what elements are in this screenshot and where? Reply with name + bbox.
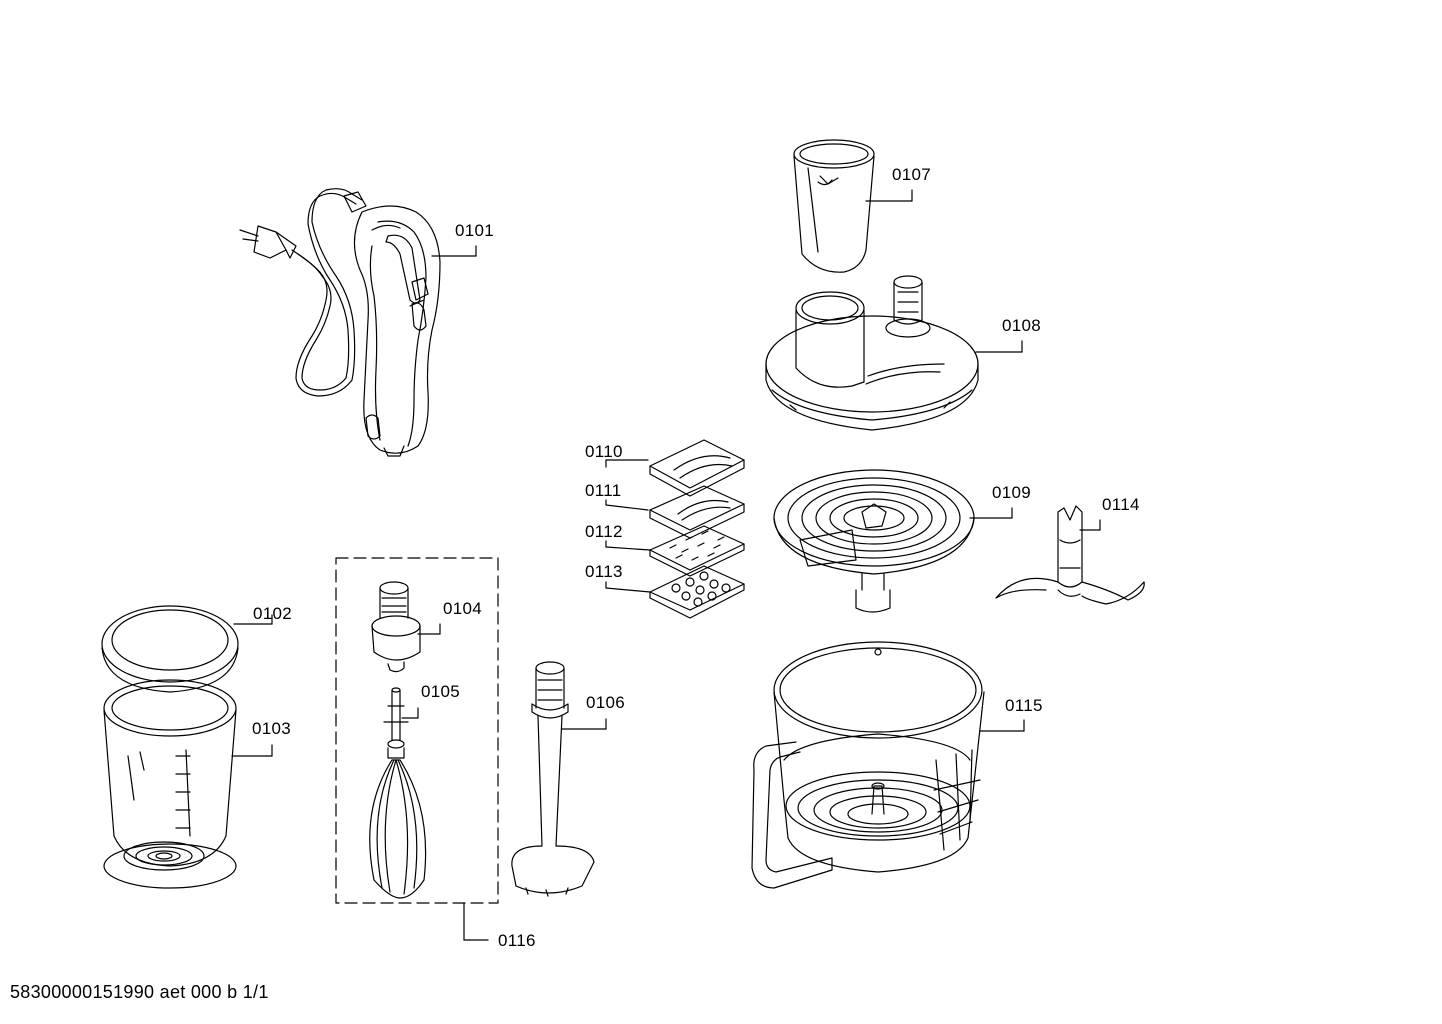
part-label-0111: 0111 — [585, 481, 622, 500]
part-label-0103: 0103 — [252, 719, 292, 738]
leader-line-0113 — [606, 588, 650, 592]
part-label-0114: 0114 — [1102, 495, 1140, 514]
part-label-0109: 0109 — [992, 483, 1032, 502]
leader-line-0111 — [606, 505, 648, 510]
drawing-reference-footer: 58300000151990 aet 000 b 1/1 — [10, 982, 269, 1002]
part-label-0104: 0104 — [443, 599, 483, 618]
insert-0112-drawing — [650, 526, 744, 576]
whisk-drawing — [370, 688, 426, 898]
whisk-gear-drawing — [372, 582, 420, 672]
part-label-0102: 0102 — [253, 604, 293, 623]
beaker-lid-drawing — [102, 606, 238, 692]
insert-0110-drawing — [650, 440, 744, 496]
part-label-0113: 0113 — [585, 562, 623, 581]
part-label-0107: 0107 — [892, 165, 932, 184]
measuring-beaker-drawing — [104, 680, 236, 888]
chopping-blade-drawing — [996, 506, 1144, 604]
insert-0113-drawing — [650, 566, 744, 618]
processor-bowl-drawing — [752, 642, 984, 888]
processor-lid-drawing — [766, 276, 978, 430]
insert-0111-drawing — [650, 486, 744, 538]
part-label-0108: 0108 — [1002, 316, 1042, 335]
blender-shaft-drawing — [512, 662, 594, 896]
part-label-0116: 0116 — [498, 931, 536, 950]
part-label-0105: 0105 — [421, 682, 461, 701]
part-label-0110: 0110 — [585, 442, 623, 461]
part-label-0106: 0106 — [586, 693, 626, 712]
part-label-0101: 0101 — [455, 221, 495, 240]
part-label-0115: 0115 — [1005, 696, 1043, 715]
food-pusher-drawing — [794, 140, 874, 272]
disc-carrier-drawing — [774, 470, 974, 612]
whisk-group-dashed-box — [336, 558, 498, 903]
part-label-0112: 0112 — [585, 522, 623, 541]
leader-line-0112 — [606, 547, 650, 550]
hand-blender-drawing — [240, 189, 440, 456]
